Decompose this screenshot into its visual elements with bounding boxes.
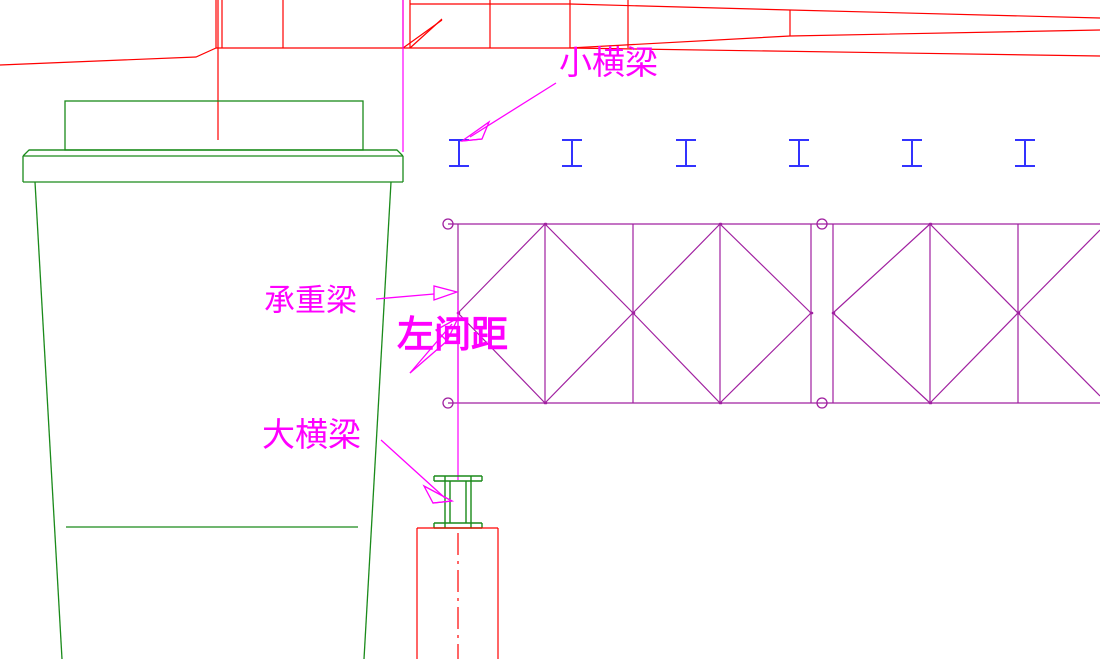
annotation-label-left-spacing: 左间距	[397, 313, 508, 356]
annotation-label-small-cross-beam: 小横梁	[559, 43, 658, 82]
warren-truss	[442, 218, 1100, 409]
leader-dahengliang	[380, 439, 455, 504]
leader-zuojianju	[409, 316, 460, 374]
small-cross-beam-row	[449, 139, 1035, 167]
truss-node-marks	[456, 222, 1021, 405]
small-cross-beam	[562, 139, 582, 167]
small-cross-beam	[676, 139, 696, 167]
small-cross-beam	[789, 139, 809, 167]
pylon-tower	[22, 100, 404, 659]
hanger-center-line	[402, 0, 459, 480]
annotation-label-large-cross-beam: 大横梁	[262, 415, 361, 454]
support-pier	[416, 527, 499, 659]
annotation-label-load-bearing-girder: 承重梁	[264, 283, 357, 319]
truss-pin-circle	[442, 218, 828, 409]
small-cross-beam	[1015, 139, 1035, 167]
annotation-leaders	[375, 82, 557, 504]
small-cross-beam	[902, 139, 922, 167]
small-cross-beam	[449, 139, 469, 167]
upper-deck-red-frame	[0, 0, 1100, 140]
leader-chengzhongliang	[375, 285, 460, 301]
leader-xiaohengliang	[459, 82, 557, 142]
